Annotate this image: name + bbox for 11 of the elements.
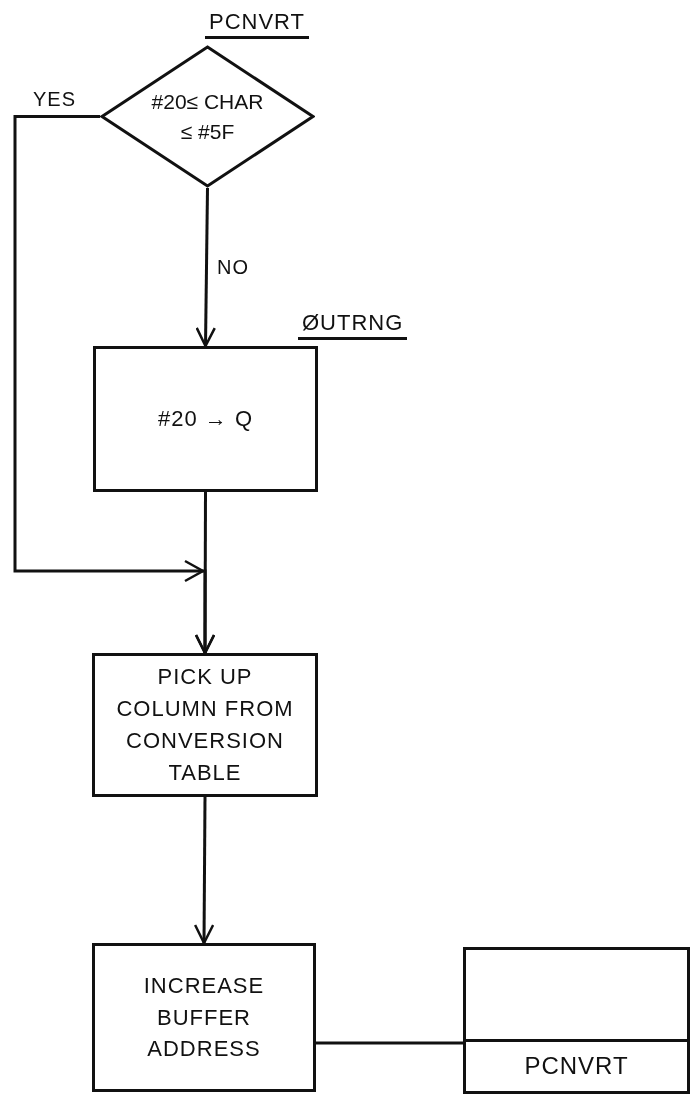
process-box xyxy=(92,943,316,1092)
condition-text: #20≤ CHAR ≤ #5F xyxy=(150,89,265,145)
split-box xyxy=(463,947,690,1094)
process-text: PICK UP COLUMN FROM CONVERSION TABLE xyxy=(115,663,295,787)
box-label: PCNVRT xyxy=(524,1051,629,1082)
label-heading: PCNVRT xyxy=(205,9,310,39)
process-box xyxy=(93,346,318,492)
process-text: INCREASE BUFFER ADDRESS xyxy=(142,971,266,1064)
process-text: #20 → Q xyxy=(157,405,253,434)
process-box xyxy=(92,653,318,797)
label-heading: ØUTRNG xyxy=(298,310,408,340)
